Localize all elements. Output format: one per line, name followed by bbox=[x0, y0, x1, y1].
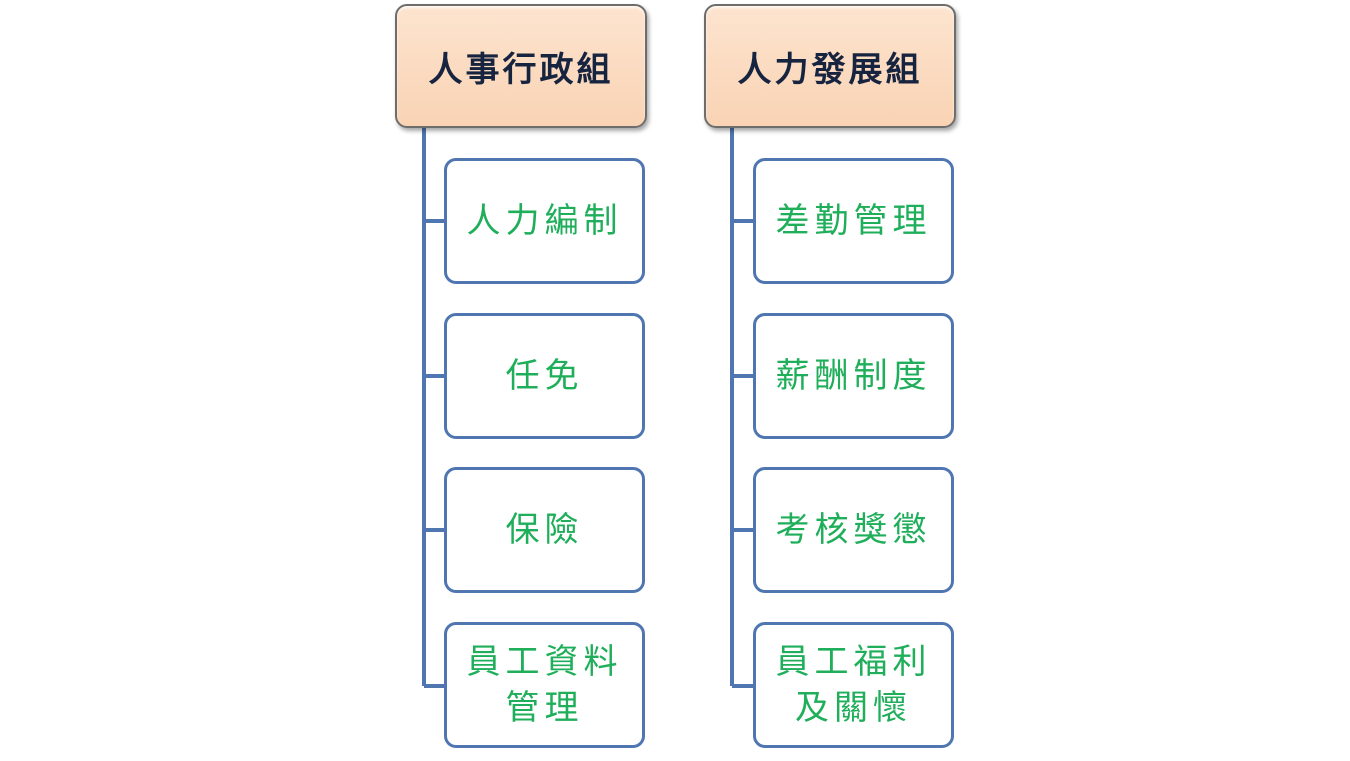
group-1-item-3-label: 保險 bbox=[505, 510, 584, 550]
group-2-item-1-label: 差勤管理 bbox=[775, 201, 932, 241]
group-2-item-2: 薪酬制度 bbox=[753, 313, 954, 439]
group-2-header: 人力發展組 bbox=[704, 4, 956, 128]
group-1-item-4-label: 員工資料管理 bbox=[466, 642, 623, 728]
group-2-item-4: 員工福利及關懷 bbox=[753, 622, 954, 748]
group-1-item-2: 任免 bbox=[444, 313, 645, 439]
group-1-item-4: 員工資料管理 bbox=[444, 622, 645, 748]
group-1-item-3: 保險 bbox=[444, 467, 645, 593]
group-1-item-2-label: 任免 bbox=[505, 356, 584, 396]
group-2-item-1: 差勤管理 bbox=[753, 158, 954, 284]
group-2-item-4-label: 員工福利及關懷 bbox=[775, 642, 932, 728]
group-1-item-1-label: 人力編制 bbox=[466, 201, 623, 241]
group-2-item-3-label: 考核獎懲 bbox=[775, 510, 932, 550]
group-2-item-3: 考核獎懲 bbox=[753, 467, 954, 593]
group-1-header: 人事行政組 bbox=[395, 4, 647, 128]
group-1-item-1: 人力編制 bbox=[444, 158, 645, 284]
group-2-title: 人力發展組 bbox=[737, 49, 923, 90]
group-2-item-2-label: 薪酬制度 bbox=[775, 356, 932, 396]
group-1-title: 人事行政組 bbox=[428, 49, 614, 90]
